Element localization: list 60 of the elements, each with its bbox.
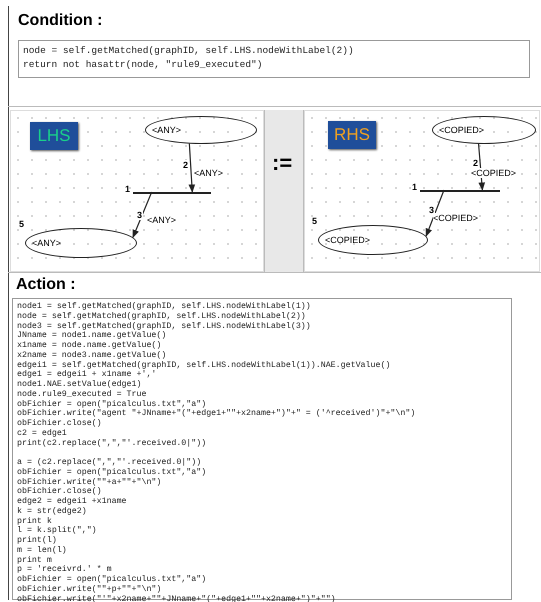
edge-label: 3: [136, 210, 144, 220]
hyperedge-bar: [133, 192, 211, 194]
side-badge: LHS: [30, 122, 78, 150]
arrow: [188, 144, 196, 193]
code-line: obFichier.write(""+a+""+"\n"): [17, 478, 162, 487]
section-heading: Action :: [16, 276, 76, 294]
code-line: node1.NAE.setValue(edge1): [17, 380, 142, 390]
code-line: c2 = edge1: [17, 428, 68, 438]
code-line: node1 = self.getMatched(graphID, self.LHS.nodeWithLabel(1)): [17, 302, 312, 312]
code-line: edge2 = edgei1 +x1name: [17, 497, 128, 507]
code-line: edgei1 = self.getMatched(graphID, self.LHS.nodeWithLabel(1)).NAE.getValue(): [17, 360, 392, 370]
edge-type-text: <COPIED>: [471, 168, 516, 178]
arrow: [132, 192, 152, 238]
edge-label: 2: [182, 160, 190, 170]
code-line: obFichier.write(""+p+""+"\n"): [17, 584, 162, 594]
code-line: node3 = self.getMatched(graphID, self.LHS.nodeWithLabel(3)): [17, 322, 312, 331]
node-number: 5: [19, 219, 24, 229]
code-box: [18, 40, 530, 78]
code-line: print(l): [17, 536, 58, 546]
code-line: obFichier = open("picalculus.txt","a"): [17, 400, 208, 409]
code-line: node = self.getMatched(graphID, self.LHS.nodeWithLabel(2)): [17, 312, 307, 322]
code-line: return not hasattr(node, "rule9_executed"): [23, 58, 264, 72]
node-ellipse: <ANY>: [25, 228, 137, 258]
code-line: node.rule9_executed = True: [17, 390, 148, 400]
side-badge: RHS: [328, 121, 376, 149]
code-line: edge1 = edgei1 + x1name +',': [17, 370, 158, 380]
edge-type-text: <COPIED>: [433, 213, 478, 223]
edge-label: 2: [472, 158, 480, 168]
code-line: x1name = node.name.getValue(): [17, 341, 162, 351]
code-line: a = (c2.replace(",","'.received.0|")): [17, 458, 202, 468]
code-line: x2name = node3.name.getValue(): [17, 350, 168, 360]
code-line: print(c2.replace(",","'.received.0|")): [17, 438, 208, 448]
node-number: 5: [312, 216, 318, 226]
code-line: obFichier = open("picalculus.txt","a"): [17, 468, 208, 478]
code-line: print k: [17, 516, 53, 526]
code-line: obFichier = open("picalculus.txt","a"): [17, 575, 208, 585]
node-number: 1: [125, 184, 130, 194]
code-line: obFichier.close(): [17, 487, 103, 497]
node-ellipse: <COPIED>: [318, 225, 428, 255]
edge-label: 3: [428, 205, 436, 215]
code-line: node = self.getMatched(graphID, self.LHS.nodeWithLabel(2)): [23, 44, 355, 58]
code-line: k = str(edge2): [17, 506, 88, 516]
code-line: print m: [17, 556, 53, 565]
hyperedge-bar: [420, 190, 500, 192]
code-line: m = len(l): [17, 546, 68, 556]
section-heading: Condition :: [18, 12, 102, 30]
code-line: l = k.split(","): [17, 526, 98, 536]
node-ellipse: <ANY>: [145, 116, 257, 144]
edge-type-text: <ANY>: [194, 168, 224, 178]
code-line: obFichier.close(): [17, 419, 103, 429]
node-ellipse: <COPIED>: [432, 116, 536, 144]
code-line: obFichier.write("agent "+JNname+"("+edge1+""+x2name+")"+" = ('^received')"+"\n"): [17, 409, 416, 419]
assign-symbol: :=: [272, 150, 292, 176]
node-number: 1: [412, 182, 418, 192]
code-box: [12, 298, 512, 600]
code-line: p = 'receivrd.' * m: [17, 565, 113, 575]
arrow: [426, 190, 445, 237]
code-line: JNname = node1.name.getValue(): [17, 331, 168, 341]
code-line: obFichier.write("'"+x2name+""+JNname+"("+edge1+""+x2name+")"+""): [17, 594, 337, 602]
edge-type-text: <ANY>: [147, 215, 176, 225]
